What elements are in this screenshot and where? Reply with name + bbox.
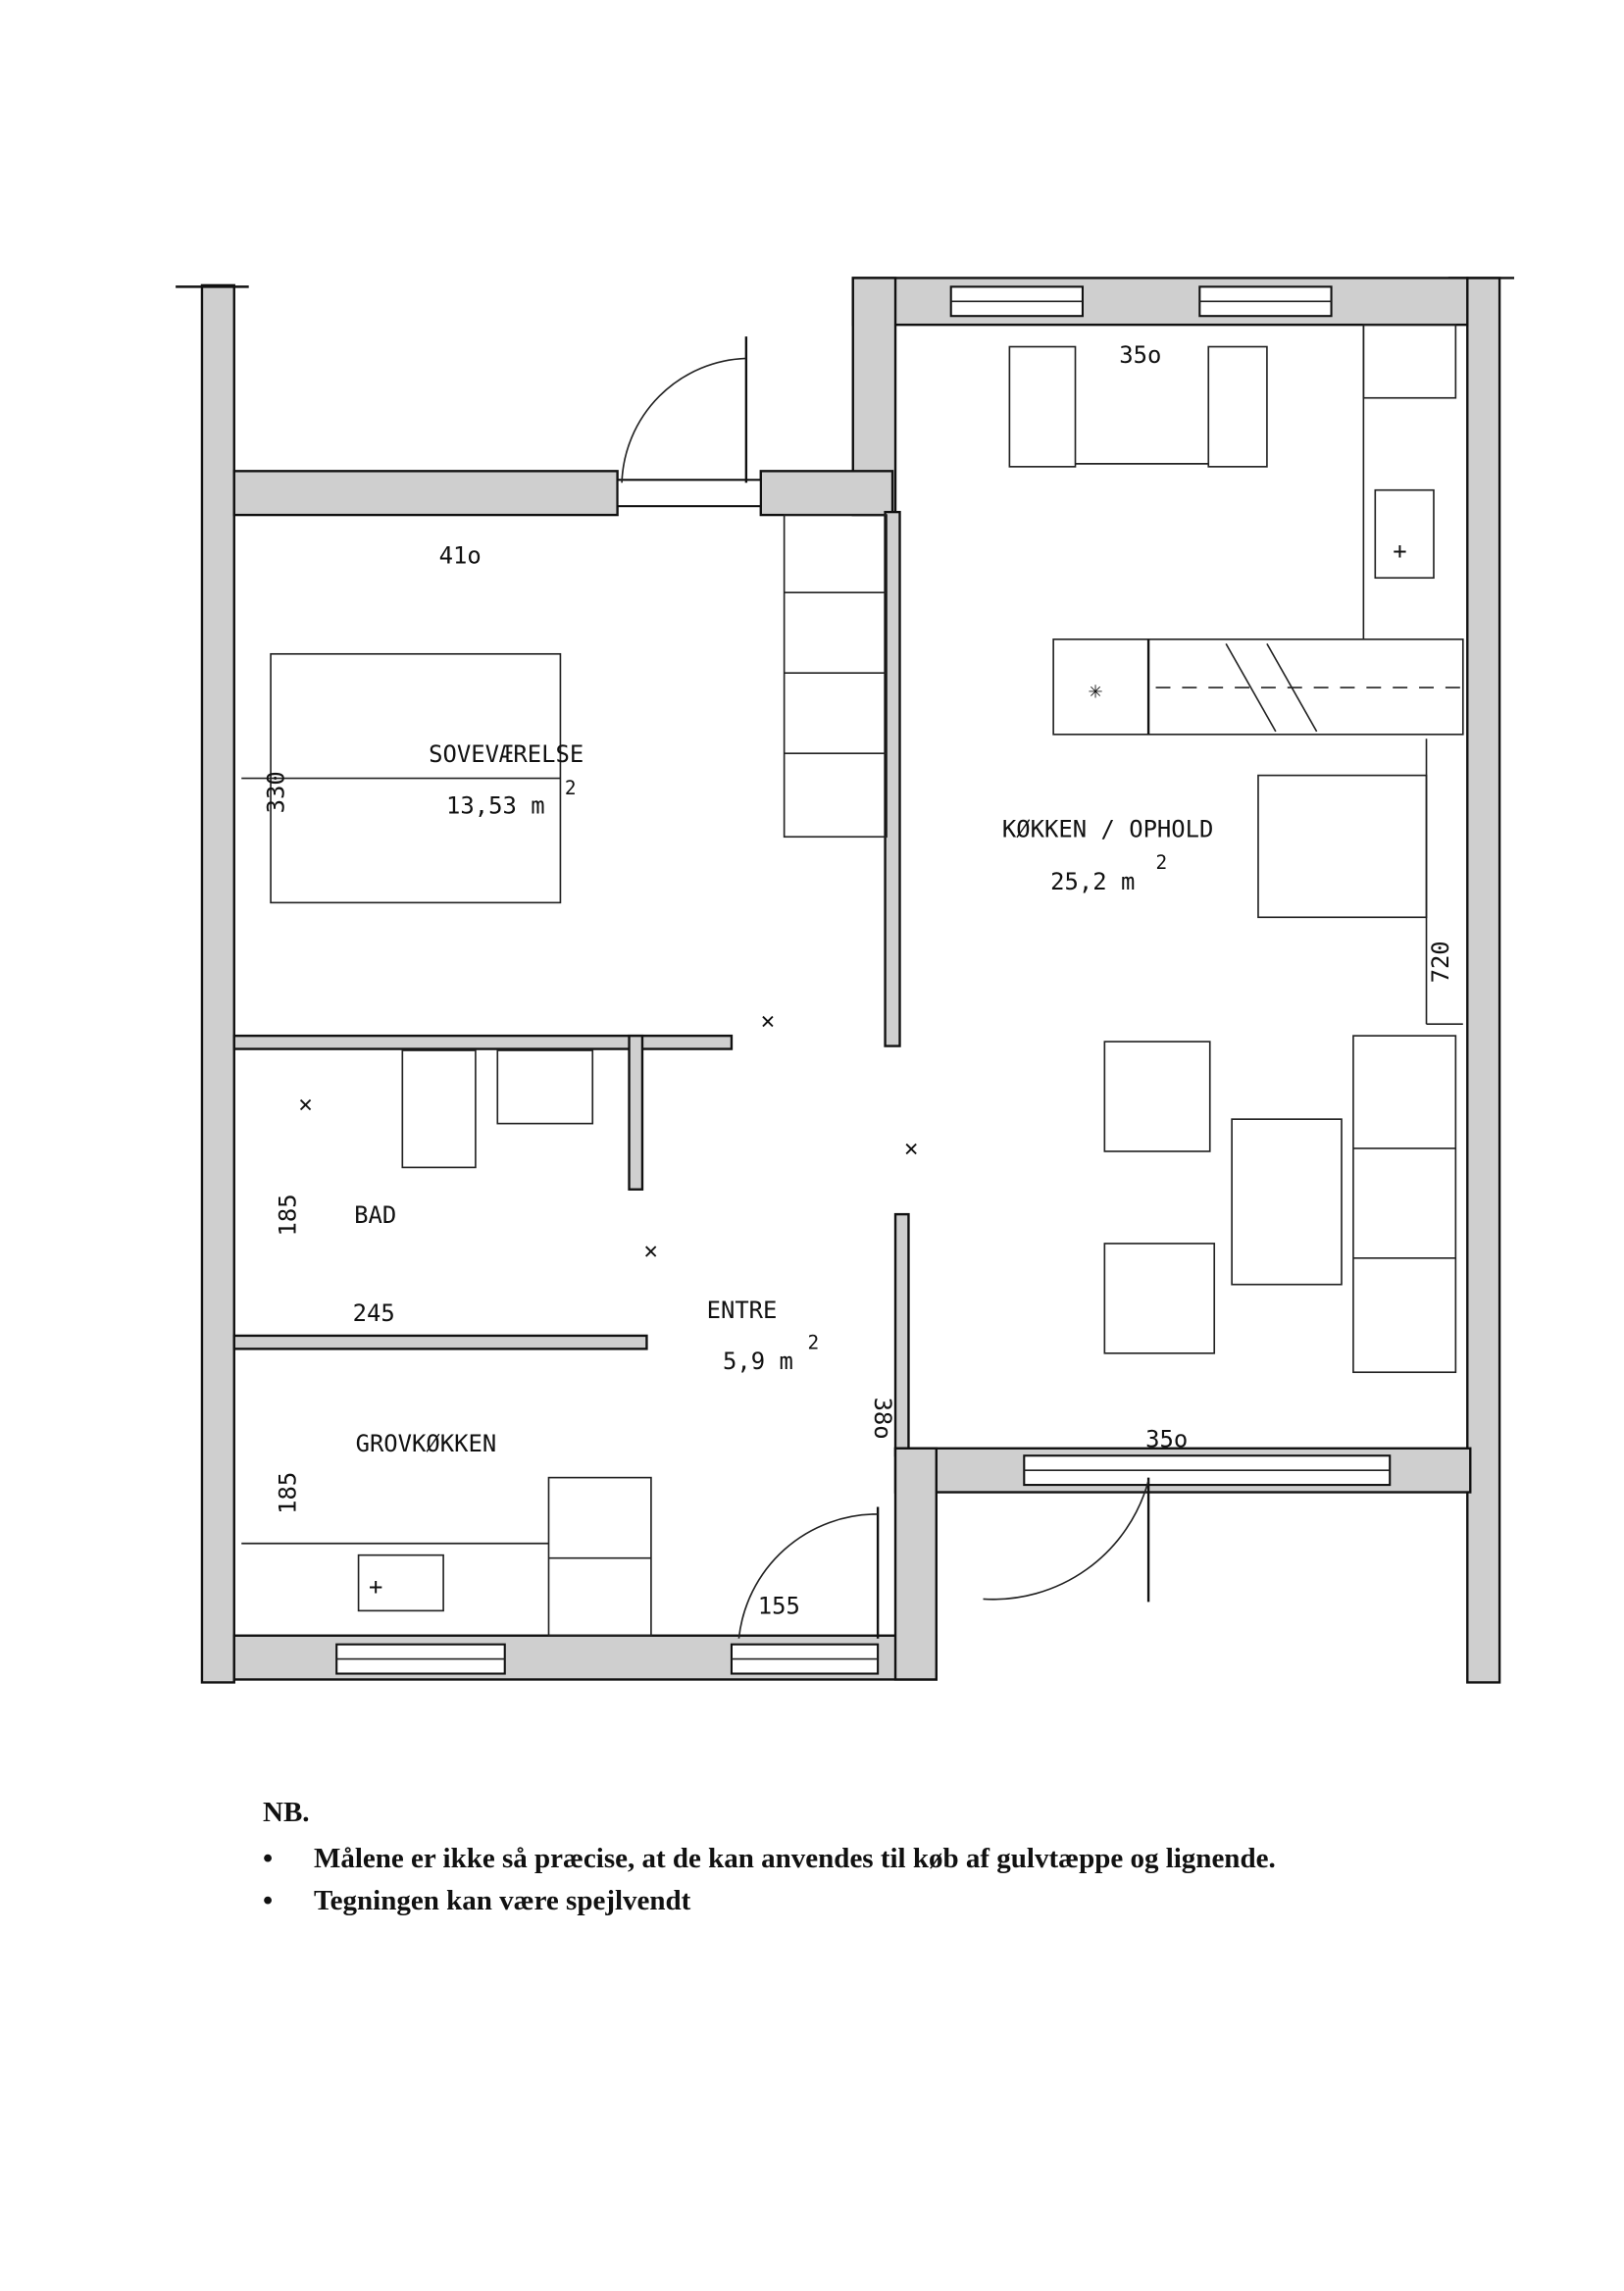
kitchen-depth: 720 (1427, 941, 1454, 983)
svg-text:✕: ✕ (643, 1237, 657, 1264)
bedroom-area-sup: 2 (565, 777, 577, 799)
svg-text:✕: ✕ (298, 1091, 312, 1118)
bullet-icon: • (263, 1843, 274, 1874)
notes-heading: NB. (263, 1797, 310, 1828)
bath-width: 245 (353, 1299, 395, 1327)
bedroom-name: SOVEVÆRELSE (429, 740, 584, 768)
kitchen-area-sup: 2 (1156, 851, 1168, 874)
stove-icon: ✳ (1089, 677, 1102, 704)
bullet-icon: • (263, 1885, 274, 1916)
doors (621, 336, 1150, 1639)
windows (335, 285, 1392, 1675)
room-labels: 41o SOVEVÆRELSE 13,53 m 2 330 KØKKEN / O… (262, 341, 1453, 1619)
note-item: • Målene er ikke så præcise, at de kan an… (263, 1843, 1276, 1875)
kitchen-width-top: 35o (1119, 341, 1161, 369)
bedroom-width: 41o (439, 541, 482, 569)
note-text: Målene er ikke så præcise, at de kan anv… (314, 1843, 1276, 1874)
note-text: Tegningen kan være spejlvendt (314, 1885, 691, 1916)
svg-text:+: + (369, 1573, 382, 1601)
bath-name: BAD (354, 1201, 396, 1229)
utility-depth: 185 (274, 1472, 301, 1514)
kitchen-name: KØKKEN / OPHOLD (1002, 815, 1213, 842)
bedroom-depth: 330 (262, 771, 289, 813)
notes: NB. • Målene er ikke så præcise, at de ka… (263, 1797, 1276, 1927)
utility-name: GROVKØKKEN (356, 1430, 497, 1457)
kitchen-width-bottom: 35o (1145, 1425, 1188, 1452)
furniture: + ✳ + ✕ ✕ ✕ ✕ (241, 324, 1464, 1637)
svg-text:✕: ✕ (761, 1007, 775, 1035)
entry-depth: 38o (869, 1398, 896, 1440)
entry-door-width: 155 (758, 1592, 800, 1619)
bath-depth: 185 (274, 1194, 301, 1236)
svg-text:✕: ✕ (904, 1134, 918, 1161)
entry-area: 5,9 m (723, 1348, 793, 1375)
svg-text:+: + (1393, 537, 1406, 565)
entry-area-sup: 2 (808, 1331, 820, 1353)
kitchen-area: 25,2 m (1050, 868, 1135, 895)
entry-name: ENTRE (707, 1297, 778, 1324)
bedroom-area: 13,53 m (446, 791, 545, 819)
note-item: • Tegningen kan være spejlvendt (263, 1885, 1276, 1917)
